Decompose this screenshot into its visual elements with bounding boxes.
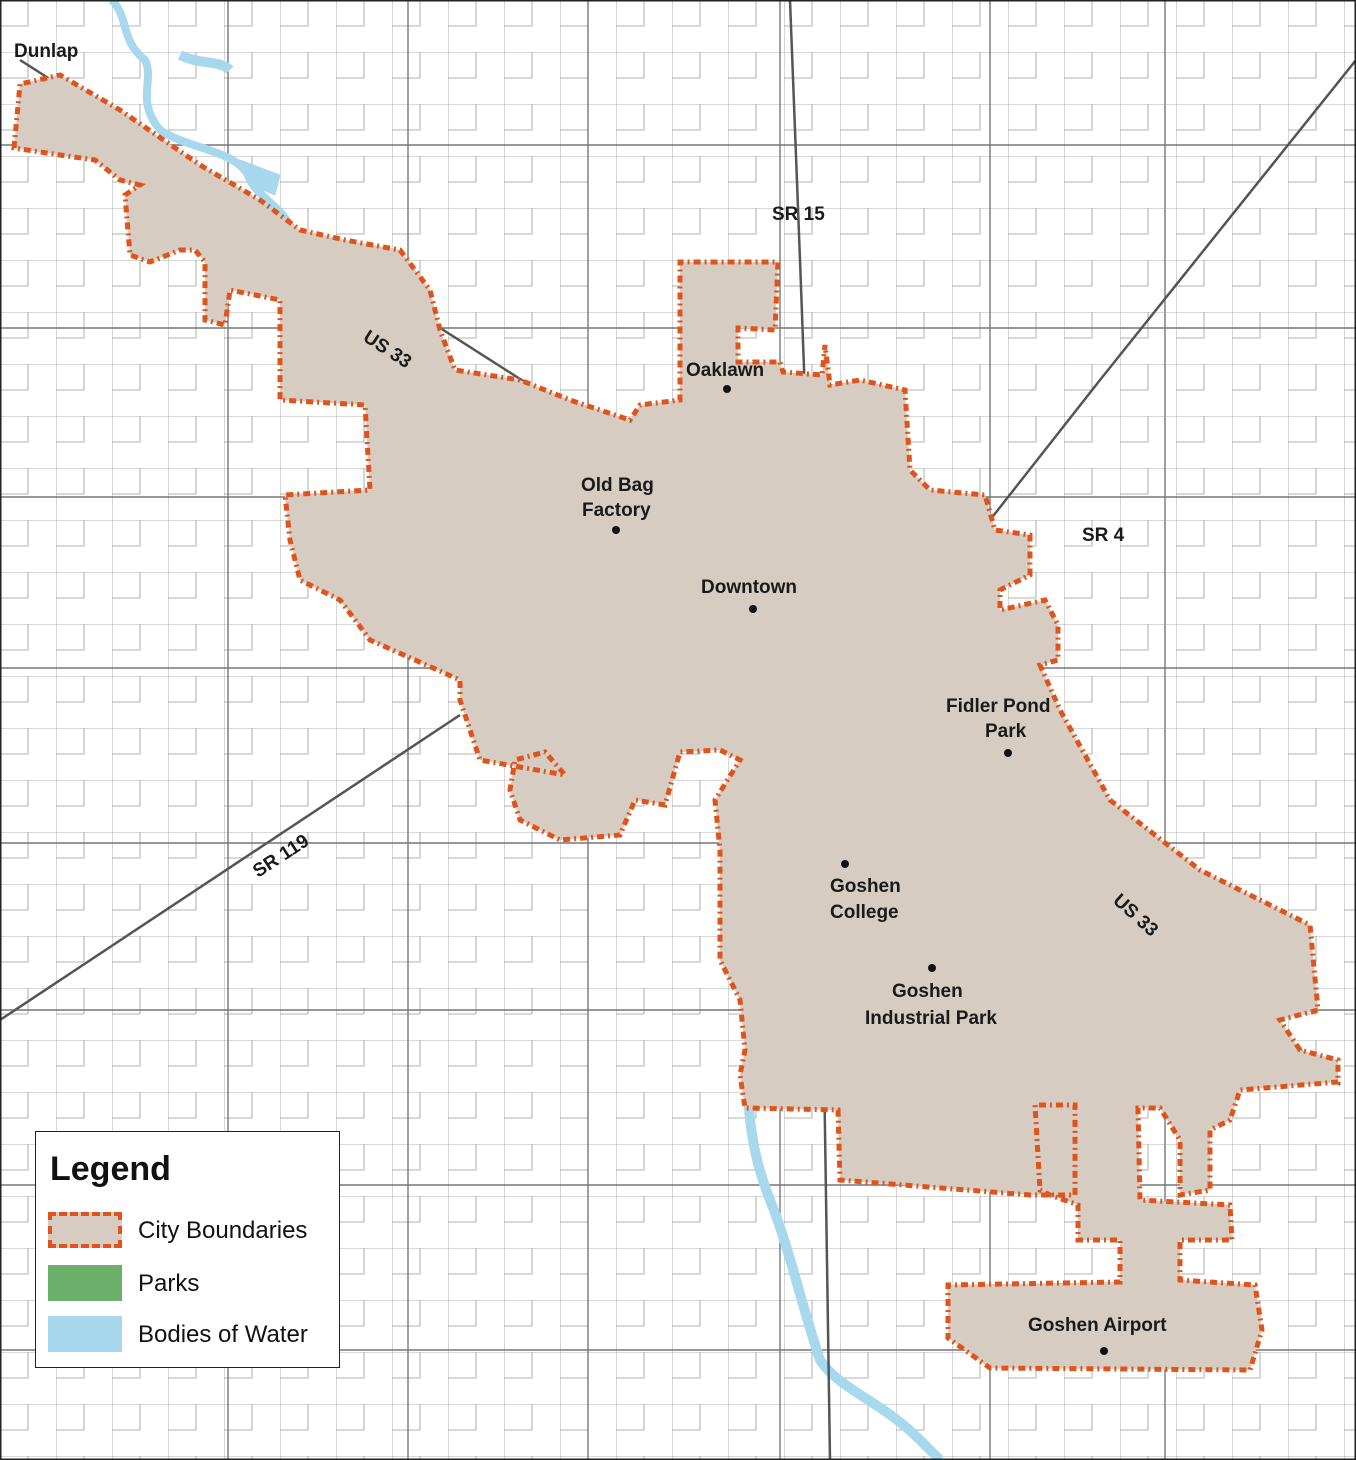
oaklawn-marker	[723, 385, 731, 393]
legend-item-city-boundaries: City Boundaries	[48, 1212, 338, 1248]
legend-item-parks: Parks	[48, 1265, 338, 1301]
label-fidler-pond-line2: Park	[985, 721, 1027, 742]
label-downtown: Downtown	[701, 577, 797, 598]
goshen-college-marker	[841, 860, 849, 868]
city-boundary-swatch	[48, 1212, 122, 1248]
label-goshen-college-line2: College	[830, 902, 899, 923]
label-old-bag-factory-line1: Old Bag	[581, 475, 654, 496]
legend-label: City Boundaries	[138, 1217, 308, 1244]
label-dunlap: Dunlap	[14, 41, 78, 62]
park-swatch	[48, 1265, 122, 1301]
label-old-bag-factory-line2: Factory	[582, 500, 651, 521]
downtown-marker	[749, 605, 757, 613]
label-goshen-industrial-line2: Industrial Park	[865, 1008, 997, 1029]
goshen-airport-marker	[1100, 1347, 1108, 1355]
label-oaklawn: Oaklawn	[686, 360, 764, 381]
water-swatch	[48, 1316, 122, 1352]
legend-label: Parks	[138, 1270, 200, 1297]
label-sr4: SR 4	[1082, 525, 1125, 546]
label-fidler-pond-line1: Fidler Pond	[946, 696, 1051, 717]
legend-label: Bodies of Water	[138, 1321, 308, 1348]
legend: Legend City Boundaries Parks Bodies of W…	[35, 1131, 340, 1368]
label-goshen-industrial-line1: Goshen	[892, 981, 963, 1002]
legend-item-bodies-of-water: Bodies of Water	[48, 1316, 338, 1352]
legend-title: Legend	[50, 1150, 171, 1188]
label-goshen-airport: Goshen Airport	[1028, 1315, 1167, 1336]
place-markers	[612, 385, 1108, 1355]
goshen-industrial-marker	[928, 964, 936, 972]
fidler-pond-marker	[1004, 749, 1012, 757]
label-goshen-college-line1: Goshen	[830, 876, 901, 897]
old-bag-factory-marker	[612, 526, 620, 534]
label-sr15: SR 15	[772, 204, 825, 225]
